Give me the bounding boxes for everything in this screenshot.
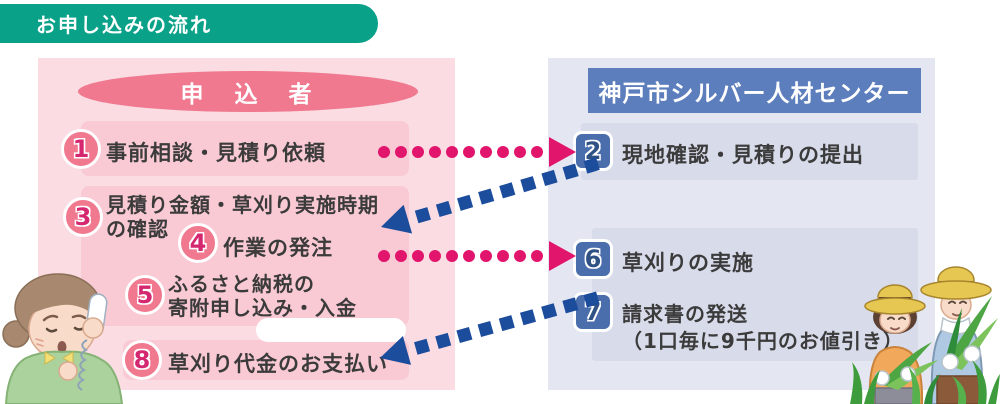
- step5-number-badge: 5: [125, 275, 165, 315]
- elderly-woman-phone-illustration: [2, 273, 124, 404]
- step4-number-badge: 4: [178, 223, 218, 263]
- silver-center-header-label: 神戸市シルバー人材センター: [598, 80, 911, 107]
- step3-number-badge: 3: [63, 197, 103, 237]
- applicant-header-label: 申 込 者: [180, 81, 316, 108]
- step7-label-line1: 請求書の発送: [622, 302, 748, 326]
- applicant-header: 申 込 者: [78, 71, 418, 112]
- step2-row: [581, 123, 918, 180]
- step6-number-badge: 6: [573, 239, 613, 279]
- step1-number-badge: 1: [61, 129, 101, 169]
- step8-number-badge: 8: [122, 340, 162, 380]
- arrow-step1-to-step2: [378, 137, 576, 167]
- step4-label: 作業の発注: [223, 236, 333, 260]
- step6-number: 6: [584, 245, 602, 273]
- steps-6-7-row: [592, 228, 918, 361]
- arrow-head-right-icon: [549, 241, 576, 271]
- step5-label-line1: ふるさと納税の: [168, 272, 315, 296]
- step3-label: 見積り金額・草刈り実施時期 の確認: [106, 193, 379, 241]
- step1-number: 1: [72, 135, 90, 163]
- step2-number: 2: [584, 137, 602, 165]
- step8-row: [123, 340, 409, 380]
- step8-number: 8: [133, 346, 151, 374]
- whiteout-patch: [256, 318, 406, 342]
- step4-number: 4: [189, 229, 207, 257]
- arrow-step4-to-step6: [378, 241, 576, 271]
- silver-center-header: 神戸市シルバー人材センター: [588, 68, 921, 113]
- page-title: お申し込みの流れ: [36, 13, 212, 37]
- step1-label: 事前相談・見積り依頼: [106, 141, 326, 165]
- step6-label: 草刈りの実施: [622, 251, 754, 275]
- arrow-head-right-icon: [549, 137, 576, 167]
- elderly-couple-grass-illustration: [850, 266, 1000, 404]
- step2-label: 現地確認・見積りの提出: [622, 143, 864, 167]
- step7-number-badge: 7: [573, 292, 613, 332]
- step5-number: 5: [136, 281, 154, 309]
- step5-label: ふるさと納税の 寄附申し込み・入金: [168, 272, 357, 320]
- step7-label: 請求書の発送 （1口毎に9千円のお値引き）: [622, 301, 904, 355]
- step3-label-line1: 見積り金額・草刈り実施時期: [106, 193, 379, 217]
- step7-label-line2: （1口毎に9千円のお値引き）: [622, 329, 904, 353]
- step8-label: 草刈り代金のお支払い: [168, 352, 388, 376]
- page-title-banner: お申し込みの流れ: [0, 4, 378, 43]
- step3-number: 3: [74, 203, 92, 231]
- step3-label-line2: の確認: [106, 217, 169, 241]
- step1-row: [81, 121, 409, 176]
- step5-label-line2: 寄附申し込み・入金: [168, 296, 357, 320]
